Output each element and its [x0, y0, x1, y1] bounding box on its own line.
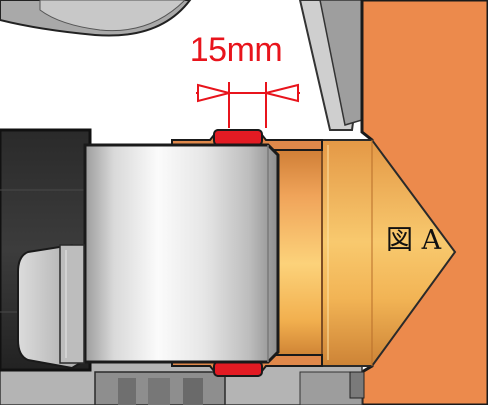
steel-cylinder — [83, 143, 280, 364]
arrow-right-icon — [265, 83, 299, 103]
arrow-left-icon — [197, 83, 230, 103]
figure-label: 図 A — [386, 225, 442, 256]
dimension-markers — [196, 82, 300, 128]
dimension-label: 15mm — [189, 31, 283, 69]
end-cap — [17, 243, 85, 370]
